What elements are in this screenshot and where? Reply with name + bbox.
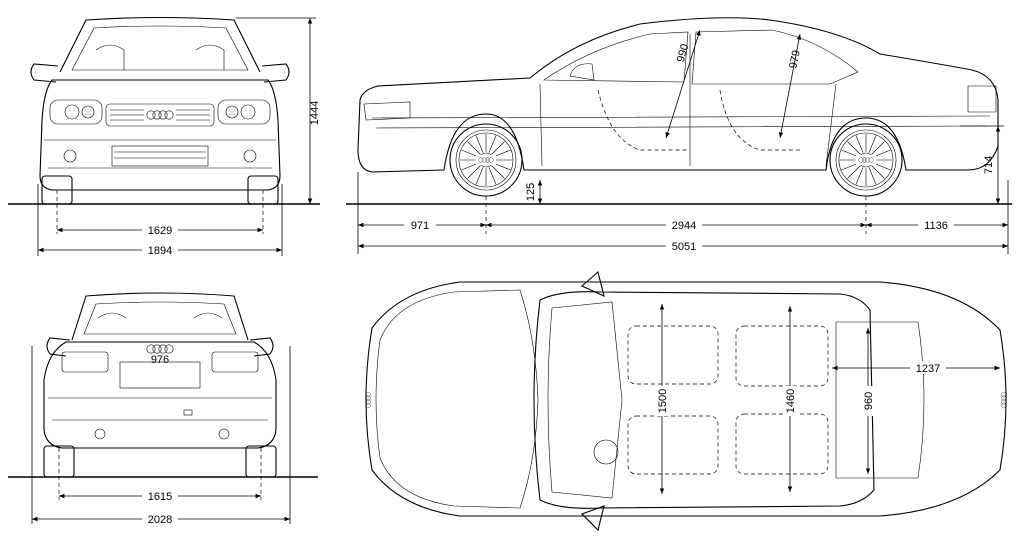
top-hood [375, 289, 539, 509]
front-track-label: 1629 [148, 225, 172, 237]
side-length-label: 5051 [672, 241, 696, 253]
side-rear-window [691, 29, 859, 85]
license-plate [119, 361, 201, 389]
side-headroom-rear-dimension [778, 33, 802, 139]
top-roof-outline [533, 291, 875, 509]
license-plate-text: 976 [151, 354, 169, 366]
rear-width-label: 2028 [148, 514, 172, 526]
side-view: 990 979 125 714 971 2944 1136 5051 [346, 17, 1012, 254]
top-seats [593, 325, 829, 475]
top-body [365, 281, 1007, 517]
side-body [357, 17, 999, 173]
top-view: 1500 1460 960 1237 [365, 270, 1007, 532]
taillight-right [211, 351, 259, 373]
front-logo [144, 109, 176, 121]
top-trunk-lid [835, 321, 925, 479]
rear-roof [71, 292, 249, 341]
headlight-right [217, 99, 271, 125]
top-windshield [547, 301, 623, 499]
top-trunk-width-label: 960 [863, 392, 875, 410]
front-view: 1444 1629 1894 [8, 16, 321, 257]
side-mirror [569, 63, 595, 81]
front-windshield [71, 25, 249, 71]
side-front-overhang-label: 971 [411, 220, 429, 232]
side-rear-height-label: 714 [983, 156, 995, 174]
side-headlight [363, 101, 411, 121]
top-mirror-lower [581, 505, 605, 532]
front-height-label: 1444 [309, 101, 321, 125]
front-width-label: 1894 [148, 245, 172, 257]
fog-light-right [243, 149, 257, 163]
side-taillight [967, 85, 997, 113]
exhaust-right [218, 428, 230, 440]
side-wheelbase-label: 2944 [672, 220, 696, 232]
headlight-left [49, 99, 103, 125]
front-lower-grille [111, 145, 209, 167]
side-headroom-front-dimension [665, 29, 701, 139]
fog-light-left [63, 149, 77, 163]
front-grille [105, 103, 215, 127]
rear-mirror-right [249, 337, 274, 357]
rear-body [43, 341, 277, 449]
exhaust-left [94, 428, 106, 440]
side-front-window [543, 31, 689, 83]
front-mirror-right [261, 63, 290, 83]
rear-logo [146, 344, 174, 354]
side-seats [597, 89, 800, 151]
front-mirror-left [30, 63, 59, 83]
side-rear-overhang-label: 1136 [924, 220, 948, 232]
rear-track-label: 1615 [148, 491, 172, 503]
rear-window [83, 301, 237, 335]
front-roof [59, 16, 261, 73]
rear-mirror-left [46, 337, 71, 357]
rear-view: 976 1615 2028 [8, 292, 318, 526]
steering-wheel [593, 439, 619, 465]
side-headroom-rear-label: 979 [787, 49, 803, 69]
side-headroom-front-label: 990 [675, 43, 692, 64]
side-clearance-label: 125 [525, 183, 537, 201]
top-interior-width-rear-label: 1460 [785, 389, 797, 413]
top-interior-width-front-label: 1500 [657, 389, 669, 413]
top-trunk-length-label: 1237 [916, 363, 940, 375]
taillight-left [61, 351, 109, 373]
front-body [39, 79, 281, 191]
front-seats [95, 44, 225, 70]
top-mirror-upper [580, 270, 605, 297]
